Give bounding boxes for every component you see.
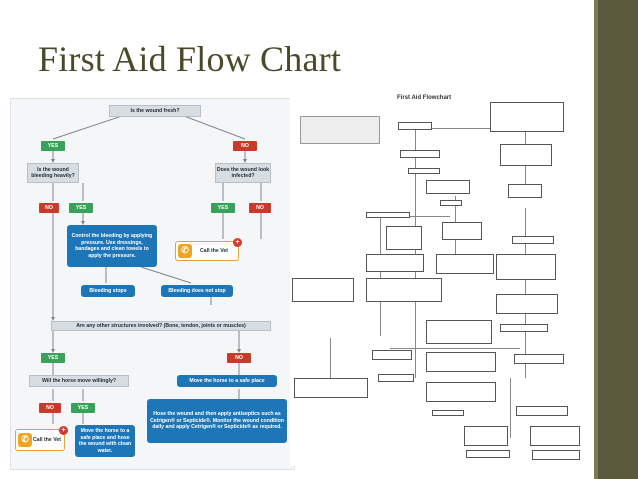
connector-lower-horizontal <box>390 348 520 349</box>
node-1 <box>398 122 432 130</box>
node-23 <box>514 354 564 364</box>
connector-bottom-vertical <box>510 378 511 438</box>
connector-bottom-left <box>330 338 331 398</box>
question-bleeding-heavily: Is the wound bleeding heavily? <box>27 163 79 183</box>
call-vet-box-top: ✆ Call the Vet + <box>175 238 242 261</box>
connector-main-vertical <box>415 128 416 378</box>
node-16 <box>366 278 442 302</box>
node-10 <box>386 226 422 250</box>
node-25 <box>378 374 414 382</box>
move-safe-place-box: Move the horse to a safe place <box>177 375 277 387</box>
node-27 <box>432 410 464 416</box>
question-wound-infected: Does the wound look infected? <box>215 163 271 183</box>
node-15 <box>292 278 354 302</box>
bleeding-stops-box: Bleeding stops <box>81 285 135 297</box>
node-12 <box>512 236 554 244</box>
question-move-willingly: Will the horse move willingly? <box>29 375 129 387</box>
node-26 <box>426 382 496 402</box>
flowchart-connectors <box>51 112 262 424</box>
medical-cross-icon: + <box>233 238 242 247</box>
slide-side-bar-accent <box>594 0 598 479</box>
node-14 <box>436 254 494 274</box>
node-9 <box>366 212 410 218</box>
call-vet-box-bottom: ✆ Call the Vet + <box>15 426 68 451</box>
node-4 <box>400 150 440 158</box>
hose-antiseptic-step: Hose the wound and then apply antiseptic… <box>147 399 287 443</box>
question-wound-fresh: Is the wound fresh? <box>109 105 201 117</box>
bleeding-not-stop-box: Bleeding does not stop <box>161 285 233 297</box>
node-18 <box>496 294 558 314</box>
answer-yes-infected: YES <box>211 203 235 213</box>
move-and-hose-step: Move the horse to a safe place and hose … <box>75 425 135 457</box>
node-11 <box>442 222 482 240</box>
call-vet-label: Call the Vet <box>200 247 228 254</box>
question-other-structures: Are any other structures involved? (Bone… <box>51 321 271 331</box>
node-17 <box>496 254 556 280</box>
node-19 <box>426 320 492 344</box>
node-3 <box>500 144 552 166</box>
connector-right-lower <box>525 208 526 378</box>
control-bleeding-step: Control the bleeding by applying pressur… <box>67 225 157 267</box>
node-6 <box>426 180 470 194</box>
medical-cross-icon-bottom: + <box>59 426 68 435</box>
node-2 <box>490 102 564 132</box>
node-30 <box>530 426 580 446</box>
node-5 <box>408 168 440 174</box>
answer-yes-structures: YES <box>41 353 65 363</box>
connector-mid-horizontal <box>380 216 450 217</box>
node-31 <box>466 450 510 458</box>
node-22 <box>426 352 496 372</box>
node-20 <box>500 324 548 332</box>
phone-icon-bottom: ✆ <box>18 433 32 447</box>
node-21 <box>372 350 412 360</box>
node-28 <box>516 406 568 416</box>
node-7 <box>508 184 542 198</box>
call-vet-label-bottom: Call the Vet <box>33 436 61 443</box>
slide-title: First Aid Flow Chart <box>38 39 342 79</box>
answer-yes-fresh: YES <box>41 141 65 151</box>
node-8 <box>440 200 462 206</box>
answer-no-move: NO <box>39 403 61 413</box>
answer-yes-bleeding: YES <box>69 203 93 213</box>
answer-no-fresh: NO <box>233 141 257 151</box>
answer-yes-move: YES <box>71 403 95 413</box>
flowchart-intro-note <box>300 116 380 144</box>
right-flowchart-title: First Aid Flowchart <box>397 95 452 101</box>
node-13 <box>366 254 424 272</box>
answer-no-bleeding: NO <box>39 203 59 213</box>
connector-top-horizontal <box>415 128 525 129</box>
answer-no-structures: NO <box>227 353 251 363</box>
connector-left-vertical <box>380 216 381 336</box>
general-first-aid-flowchart: First Aid Flowchart <box>290 88 590 466</box>
answer-no-infected: NO <box>249 203 271 213</box>
node-24 <box>294 378 368 398</box>
phone-icon: ✆ <box>178 244 192 258</box>
node-32 <box>532 450 580 460</box>
node-29 <box>464 426 508 446</box>
slide-side-bar <box>594 0 638 479</box>
wound-first-aid-flowchart: Is the wound fresh? YES NO Is the wound … <box>10 98 295 470</box>
